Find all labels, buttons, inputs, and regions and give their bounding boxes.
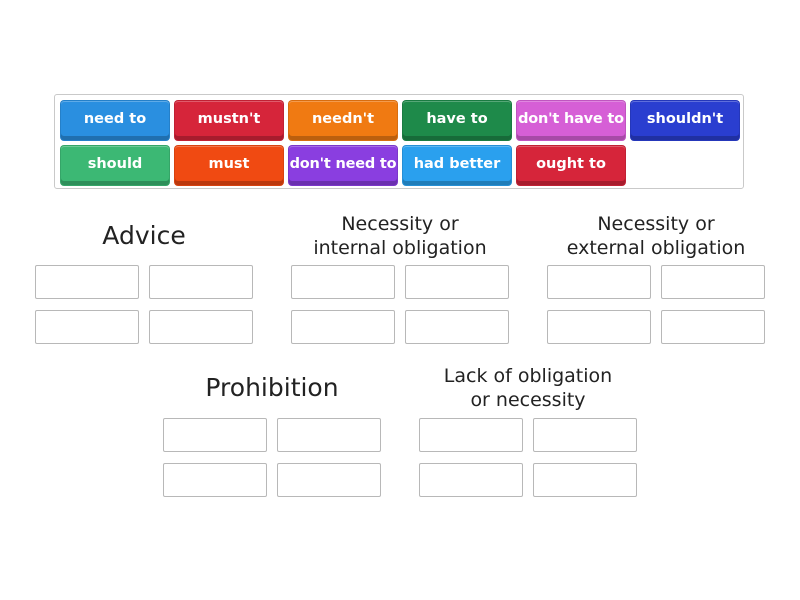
tile-must[interactable]: must <box>174 145 284 186</box>
tile-neednt[interactable]: needn't <box>288 100 398 141</box>
drop-slot-internal-4[interactable] <box>405 310 509 344</box>
drop-slot-external-2[interactable] <box>661 265 765 299</box>
drop-slot-lack-2[interactable] <box>533 418 637 452</box>
group-title-internal: Necessity or internal obligation <box>270 212 530 260</box>
drop-slot-internal-3[interactable] <box>291 310 395 344</box>
tile-have-to[interactable]: have to <box>402 100 512 141</box>
tile-ought-to[interactable]: ought to <box>516 145 626 186</box>
drop-slot-lack-3[interactable] <box>419 463 523 497</box>
group-title-internal-line2: internal obligation <box>313 237 487 259</box>
drop-slot-advice-1[interactable] <box>35 265 139 299</box>
drop-slot-prohibition-3[interactable] <box>163 463 267 497</box>
drop-slot-internal-2[interactable] <box>405 265 509 299</box>
group-title-lack-line2: or necessity <box>470 389 586 411</box>
tile-dont-need-to[interactable]: don't need to <box>288 145 398 186</box>
drop-slot-advice-4[interactable] <box>149 310 253 344</box>
drop-slot-advice-2[interactable] <box>149 265 253 299</box>
drop-slot-lack-1[interactable] <box>419 418 523 452</box>
drop-slot-prohibition-4[interactable] <box>277 463 381 497</box>
tile-should[interactable]: should <box>60 145 170 186</box>
drop-slot-prohibition-1[interactable] <box>163 418 267 452</box>
drop-slot-external-3[interactable] <box>547 310 651 344</box>
drop-slot-advice-3[interactable] <box>35 310 139 344</box>
drop-slot-external-1[interactable] <box>547 265 651 299</box>
tile-had-better[interactable]: had better <box>402 145 512 186</box>
tile-mustnt[interactable]: mustn't <box>174 100 284 141</box>
word-bank: need to mustn't needn't have to don't ha… <box>54 94 744 189</box>
group-title-external-line2: external obligation <box>566 237 746 259</box>
group-title-lack: Lack of obligation or necessity <box>398 364 658 412</box>
group-title-advice: Advice <box>102 221 186 250</box>
group-title-prohibition: Prohibition <box>205 373 339 402</box>
group-title-external: Necessity or external obligation <box>526 212 786 260</box>
drop-slot-internal-1[interactable] <box>291 265 395 299</box>
tile-dont-have-to[interactable]: don't have to <box>516 100 626 141</box>
drop-slot-external-4[interactable] <box>661 310 765 344</box>
drop-slot-prohibition-2[interactable] <box>277 418 381 452</box>
group-title-internal-line1: Necessity or <box>341 213 459 235</box>
tile-need-to[interactable]: need to <box>60 100 170 141</box>
drop-slot-lack-4[interactable] <box>533 463 637 497</box>
group-title-external-line1: Necessity or <box>597 213 715 235</box>
group-title-lack-line1: Lack of obligation <box>443 365 613 387</box>
tile-shouldnt[interactable]: shouldn't <box>630 100 740 141</box>
